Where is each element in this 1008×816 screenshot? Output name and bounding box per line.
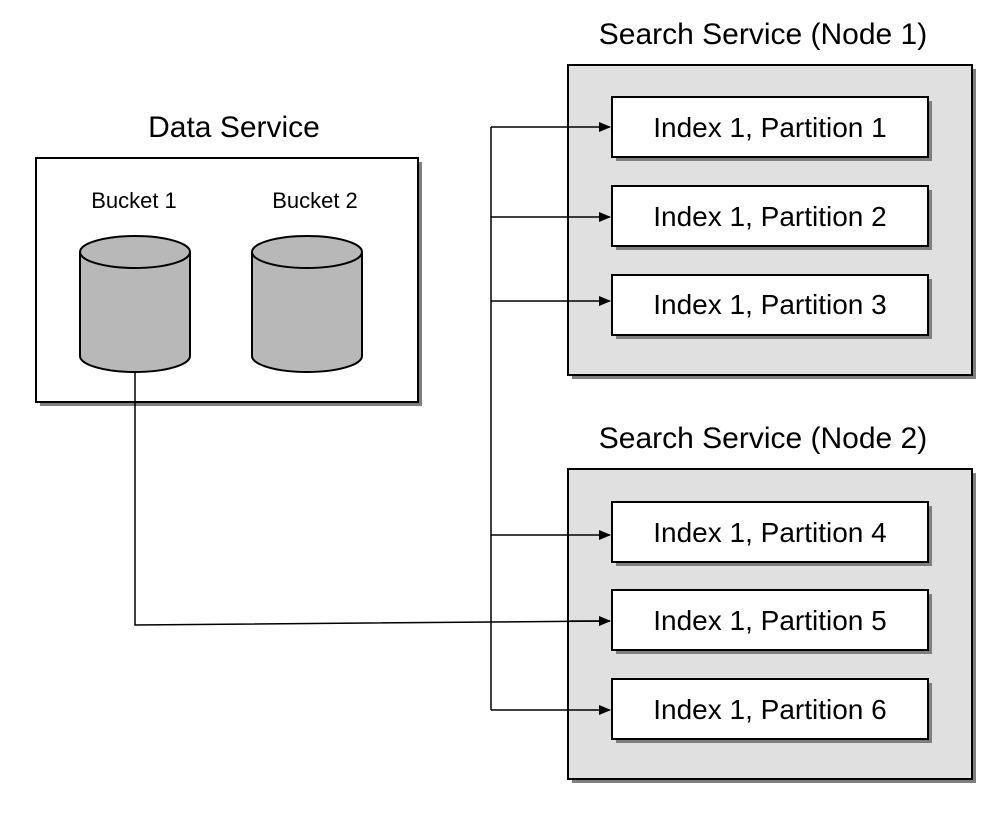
- partition-5-node: Index 1, Partition 5: [611, 589, 932, 654]
- search-node-1-title: Search Service (Node 1): [599, 18, 927, 51]
- search-node-1-group: Search Service (Node 1) Index 1, Partiti…: [567, 18, 976, 379]
- partition-1-label: Index 1, Partition 1: [653, 112, 886, 143]
- partition-4-node: Index 1, Partition 4: [611, 501, 932, 566]
- bucket-2-cylinder-icon: [251, 235, 363, 373]
- partition-4-label: Index 1, Partition 4: [653, 517, 886, 548]
- bucket-2-label: Bucket 2: [272, 188, 358, 213]
- partition-6-node: Index 1, Partition 6: [611, 678, 932, 743]
- partition-2-label: Index 1, Partition 2: [653, 201, 886, 232]
- partition-1-node: Index 1, Partition 1: [611, 96, 932, 161]
- partition-6-label: Index 1, Partition 6: [653, 694, 886, 725]
- data-service-title: Data Service: [148, 111, 320, 144]
- bucket-1-label: Bucket 1: [91, 188, 177, 213]
- search-node-2-title: Search Service (Node 2): [599, 422, 927, 455]
- connectors: [134, 122, 611, 715]
- partition-3-label: Index 1, Partition 3: [653, 289, 886, 320]
- data-service-group: Data Service Bucket 1 Bucket 2: [35, 111, 422, 406]
- partition-5-label: Index 1, Partition 5: [653, 605, 886, 636]
- bucket-1-cylinder-icon: [79, 235, 191, 373]
- partition-2-node: Index 1, Partition 2: [611, 185, 932, 250]
- search-node-2-group: Search Service (Node 2) Index 1, Partiti…: [567, 422, 976, 783]
- bucket-1-outlet-line: [134, 372, 611, 626]
- partition-3-node: Index 1, Partition 3: [611, 274, 932, 339]
